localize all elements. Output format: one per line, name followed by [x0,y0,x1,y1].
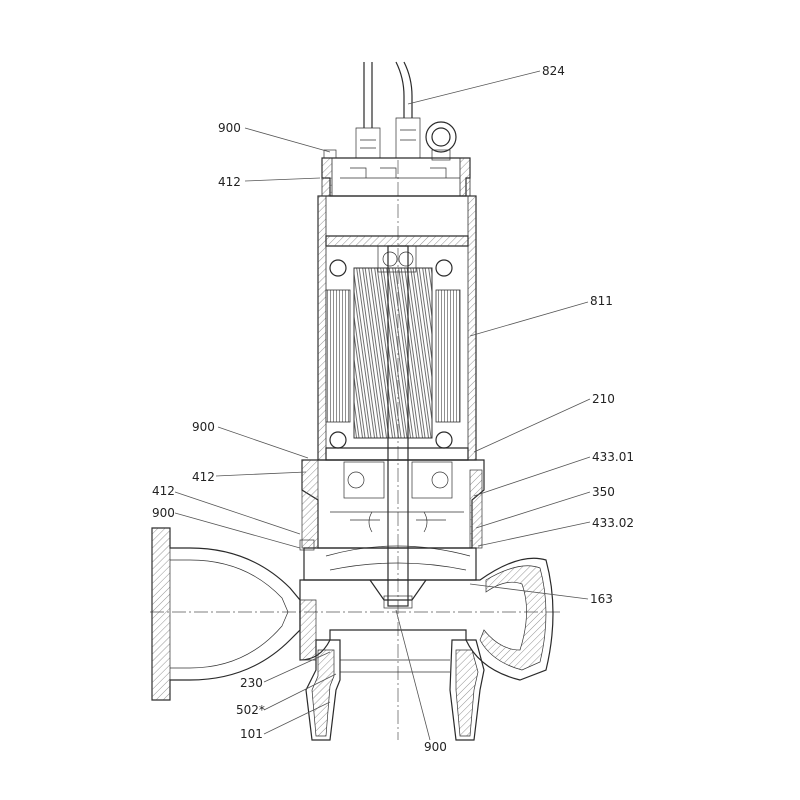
lifting-eye [425,121,457,161]
shaft [387,245,409,607]
callout-412-top: 412 [218,175,241,189]
callout-900-mid: 900 [192,420,215,434]
callout-900-bottom: 900 [424,740,447,754]
callout-350: 350 [592,485,615,499]
discharge-nozzle [151,527,301,701]
power-cables [355,61,421,159]
callout-433-02: 433.02 [592,516,634,530]
callout-163: 163 [590,592,613,606]
callout-900-low: 900 [152,506,175,520]
callout-labels: 824 900 412 811 900 210 412 433.01 412 3… [152,64,634,754]
motor-housing [317,195,477,461]
callout-230: 230 [240,676,263,690]
leader-lines [174,70,591,741]
callout-101: 101 [240,727,263,741]
callout-900-top: 900 [218,121,241,135]
callout-811: 811 [590,294,613,308]
callout-502: 502* [236,703,265,717]
pump-casing [299,557,554,741]
callout-210: 210 [592,392,615,406]
callout-433-01: 433.01 [592,450,634,464]
callout-824: 824 [542,64,565,78]
bearing-housing [299,459,485,551]
centre-lines [150,160,560,740]
callout-412-mid: 412 [192,470,215,484]
impeller-volute [303,545,477,609]
callout-412-low: 412 [152,484,175,498]
